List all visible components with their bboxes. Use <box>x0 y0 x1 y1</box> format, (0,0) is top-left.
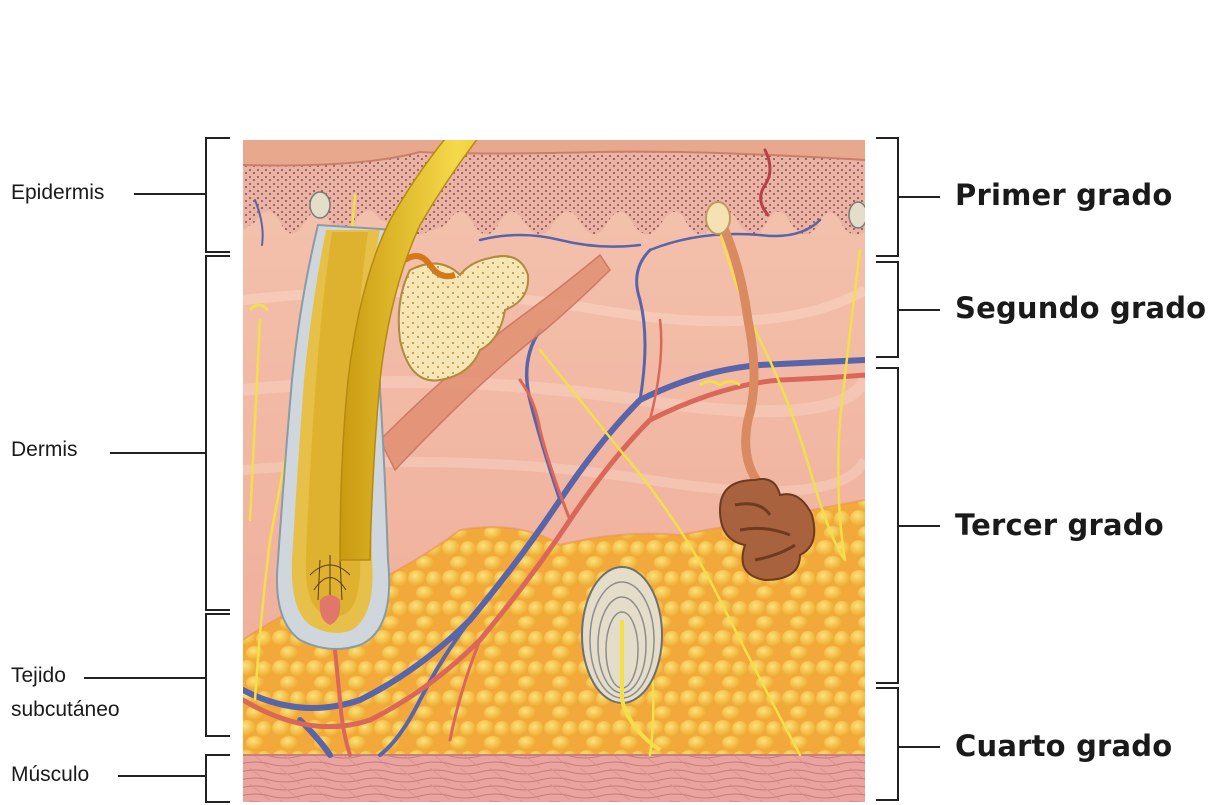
fourth-degree-leader <box>898 746 940 748</box>
epidermis-leader <box>134 193 206 195</box>
second-degree-leader <box>898 309 940 311</box>
dermis-leader <box>110 452 206 454</box>
first-degree-label: Primer grado <box>955 178 1173 212</box>
muscle-leader <box>118 775 206 777</box>
second-degree-label: Segundo grado <box>955 291 1206 325</box>
epidermis-label: Epidermis <box>11 180 104 206</box>
subcutaneous-label-line1: Tejido <box>11 663 66 689</box>
dermis-label: Dermis <box>11 437 78 463</box>
third-degree-label: Tercer grado <box>955 508 1164 542</box>
subcutaneous-label-line2: subcutáneo <box>11 697 120 723</box>
first-degree-leader <box>898 196 940 198</box>
muscle-label: Músculo <box>11 762 89 788</box>
subcutaneous-leader <box>84 677 206 679</box>
third-degree-leader <box>898 525 940 527</box>
fourth-degree-label: Cuarto grado <box>955 729 1172 763</box>
